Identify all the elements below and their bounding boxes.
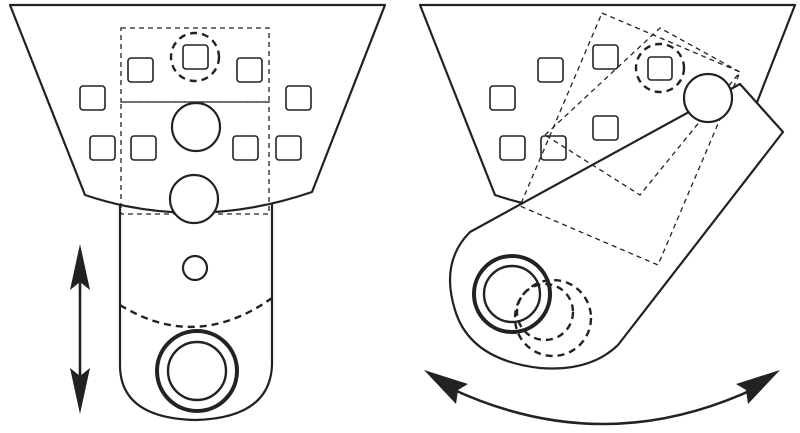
left-key-low-left-inner xyxy=(130,135,157,161)
left-arm-small-hole xyxy=(181,254,209,282)
left-bearing-inner xyxy=(166,340,228,402)
right-key-highlight-ring xyxy=(634,42,686,94)
left-key-low-right-inner xyxy=(232,135,259,161)
right-bearing-outer xyxy=(472,254,552,334)
left-key-upper-right xyxy=(236,57,263,83)
panel-right-rotated xyxy=(418,3,797,426)
right-bearing-ghost-outer xyxy=(513,278,593,358)
right-arm-rotated xyxy=(448,82,785,370)
right-dashed-rect-b xyxy=(543,27,741,196)
left-key-low-right-outer xyxy=(275,135,302,161)
left-key-mid-left xyxy=(79,85,106,111)
left-round-button-upper xyxy=(170,101,222,153)
right-key-upper-left xyxy=(537,57,564,83)
right-curved-arrow-shaft xyxy=(449,386,757,426)
right-key-center xyxy=(592,115,619,141)
right-bearing-ghost-inner xyxy=(515,282,575,342)
left-arrow-head-down xyxy=(70,368,90,414)
right-bearing-inner xyxy=(482,264,542,324)
right-dashed-rect-a xyxy=(519,12,741,266)
left-key-upper-left xyxy=(127,57,154,83)
left-key-mid-right xyxy=(285,85,312,111)
left-key-low-left-outer xyxy=(89,135,116,161)
left-round-button-lower xyxy=(168,173,220,225)
left-key-highlight-ring xyxy=(169,31,221,83)
right-key-low-left-outer xyxy=(499,135,526,161)
right-key-mid-left xyxy=(489,85,516,111)
right-arrow-head-left xyxy=(424,370,468,404)
right-round-button-arm xyxy=(682,72,734,124)
left-dashed-top-rect xyxy=(120,27,270,103)
panel-left-straight xyxy=(8,3,387,422)
right-key-top xyxy=(592,44,619,70)
left-arrow-head-up xyxy=(70,244,90,290)
left-bearing-outer xyxy=(155,329,239,413)
left-key-top-center xyxy=(182,44,209,70)
right-key-low-left-inner xyxy=(540,135,567,161)
left-arm xyxy=(118,193,274,422)
right-key-highlighted xyxy=(647,56,673,81)
right-arrow-head-right xyxy=(736,370,780,404)
